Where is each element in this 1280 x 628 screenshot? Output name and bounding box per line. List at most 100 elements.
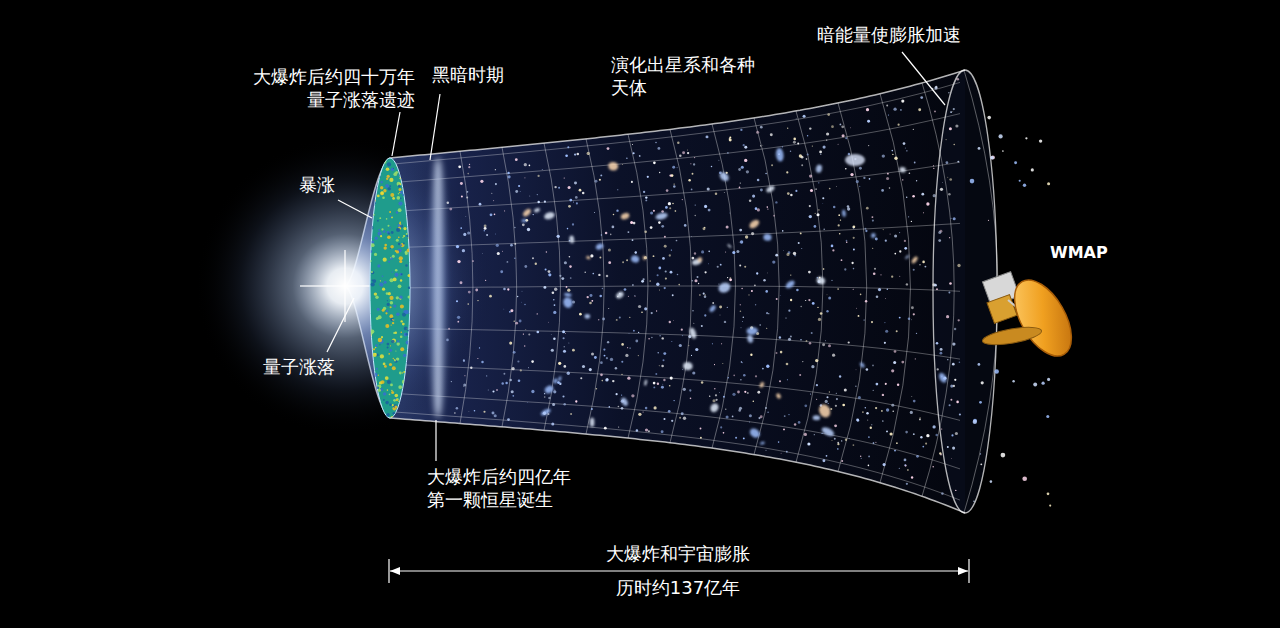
star: [558, 362, 561, 365]
star: [740, 240, 743, 243]
cmb-speckle: [398, 208, 402, 212]
star: [704, 314, 706, 316]
star: [679, 154, 682, 157]
star: [949, 282, 952, 285]
cmb-speckle: [389, 394, 391, 396]
star: [509, 379, 512, 382]
star: [905, 465, 907, 467]
cmb-speckle: [389, 314, 393, 318]
star: [913, 313, 915, 315]
star: [739, 229, 742, 232]
star: [671, 341, 672, 342]
star: [938, 231, 941, 234]
star: [564, 261, 567, 264]
star: [655, 142, 656, 143]
star: [955, 490, 956, 491]
star: [511, 367, 514, 370]
cmb-speckle: [379, 283, 383, 287]
star: [937, 368, 939, 370]
cmb-speckle: [377, 308, 380, 311]
star: [890, 234, 891, 235]
star: [462, 249, 465, 252]
cmb-speckle: [371, 416, 373, 418]
star: [550, 334, 552, 336]
galaxy: [643, 255, 646, 260]
star: [672, 203, 673, 204]
cmb-speckle: [384, 365, 387, 368]
cmb-speckle: [371, 180, 374, 183]
star: [624, 288, 627, 291]
star: [822, 203, 824, 205]
star: [1025, 137, 1027, 139]
cmb-speckle: [377, 264, 380, 267]
star: [559, 382, 562, 385]
star: [973, 501, 975, 503]
cmb-speckle: [393, 168, 394, 169]
star: [873, 442, 875, 444]
satellite-label: WMAP: [1050, 243, 1108, 263]
star: [744, 391, 746, 393]
star: [607, 341, 609, 343]
cmb-speckle: [375, 162, 376, 163]
star: [743, 437, 745, 439]
cmb-speckle: [390, 245, 394, 249]
star: [631, 394, 634, 397]
star: [643, 411, 644, 412]
star: [527, 402, 529, 404]
cmb-speckle: [378, 176, 380, 178]
star: [912, 195, 915, 198]
cmb-speckle: [397, 196, 401, 200]
star: [904, 240, 906, 242]
cmb-speckle: [403, 371, 405, 373]
cmb-speckle: [380, 354, 384, 358]
star: [669, 254, 671, 256]
star: [953, 385, 955, 387]
star: [955, 432, 958, 435]
cmb-speckle: [369, 346, 372, 349]
star: [867, 420, 868, 421]
star: [517, 296, 519, 298]
star: [1033, 383, 1037, 387]
star: [663, 418, 665, 420]
star: [599, 295, 602, 298]
star: [881, 189, 884, 192]
star: [514, 227, 515, 228]
cmb-speckle: [383, 399, 385, 401]
star: [933, 194, 936, 197]
cmb-speckle: [397, 342, 400, 345]
cmb-speckle: [404, 408, 407, 411]
star: [677, 141, 680, 144]
star: [760, 145, 761, 146]
star: [790, 299, 792, 301]
star: [484, 227, 487, 230]
cmb-speckle: [386, 178, 388, 180]
star: [504, 210, 505, 211]
star: [699, 294, 701, 296]
star: [560, 383, 562, 385]
star: [1041, 382, 1044, 385]
cmb-speckle: [402, 323, 405, 326]
star: [870, 427, 872, 429]
star: [725, 251, 726, 252]
star: [608, 248, 611, 251]
star: [656, 310, 657, 311]
star: [608, 261, 611, 264]
star: [744, 266, 746, 268]
star: [700, 437, 702, 439]
star: [919, 264, 921, 266]
star: [606, 357, 608, 359]
star: [657, 274, 659, 276]
star: [809, 205, 811, 207]
star: [950, 399, 952, 401]
star: [745, 235, 748, 238]
star: [604, 427, 607, 430]
cmb-speckle: [406, 367, 410, 371]
star: [544, 396, 546, 398]
star: [807, 153, 809, 155]
star: [606, 275, 608, 277]
star: [567, 289, 570, 292]
star: [933, 165, 934, 166]
star: [994, 369, 998, 373]
star: [910, 411, 913, 414]
star: [834, 424, 837, 427]
